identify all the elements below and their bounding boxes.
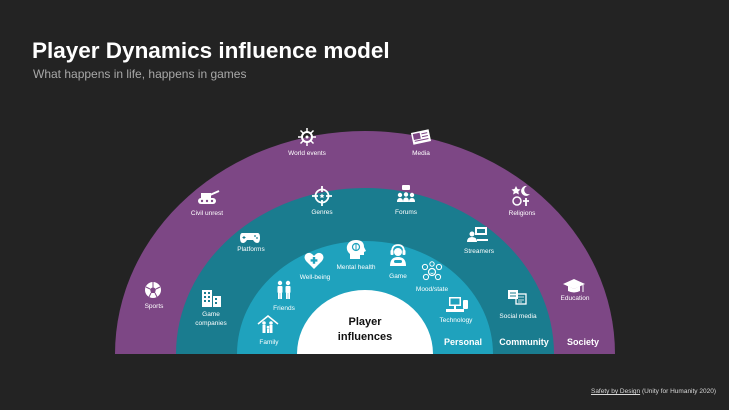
religion-symbols-icon bbox=[511, 185, 530, 206]
band-label-community: Community bbox=[499, 337, 549, 347]
friends-icon bbox=[277, 280, 291, 299]
svg-text:Family: Family bbox=[259, 339, 279, 346]
buildings-icon bbox=[202, 290, 221, 307]
svg-text:Religions: Religions bbox=[509, 210, 536, 217]
svg-text:Genres: Genres bbox=[311, 209, 333, 216]
community-item-genres: Genres bbox=[311, 186, 333, 216]
moods-icon bbox=[421, 261, 443, 281]
svg-text:Education: Education bbox=[561, 295, 590, 302]
society-item-education: Education bbox=[561, 279, 590, 302]
personal-item-technology: Technology bbox=[440, 297, 474, 324]
center-disc bbox=[297, 290, 433, 354]
page-subtitle: What happens in life, happens in games bbox=[33, 67, 247, 81]
band-label-society: Society bbox=[567, 337, 599, 347]
svg-text:Game: Game bbox=[389, 273, 407, 280]
personal-item-mental-health: Mental health bbox=[336, 240, 376, 271]
community-item-forums: Forums bbox=[395, 185, 418, 216]
society-item-religions: Religions bbox=[509, 185, 536, 217]
personal-item-game: Game bbox=[389, 244, 407, 280]
svg-text:Well-being: Well-being bbox=[300, 274, 331, 281]
svg-text:Sports: Sports bbox=[145, 303, 165, 310]
crosshair-icon bbox=[312, 186, 332, 206]
newspaper-icon bbox=[410, 129, 432, 145]
svg-text:Platforms: Platforms bbox=[237, 246, 265, 253]
svg-text:Mental health: Mental health bbox=[336, 264, 375, 271]
center-label-line2: influences bbox=[338, 331, 392, 343]
community-item-platforms: Platforms bbox=[237, 233, 265, 253]
community-item-social-media: Social media bbox=[499, 290, 537, 320]
society-item-media: Media bbox=[410, 129, 432, 157]
virus-icon bbox=[298, 128, 316, 146]
svg-text:Social media: Social media bbox=[499, 313, 537, 320]
personal-item-mood-state: Mood/state bbox=[416, 261, 449, 293]
svg-text:Civil unrest: Civil unrest bbox=[191, 210, 223, 217]
society-item-civil-unrest: Civil unrest bbox=[191, 190, 223, 217]
personal-item-well-being: Well-being bbox=[300, 252, 331, 281]
gamepad-icon bbox=[240, 233, 260, 243]
svg-text:Forums: Forums bbox=[395, 209, 418, 216]
citation-text: (Unity for Humanity 2020) bbox=[641, 388, 716, 395]
head-brain-icon bbox=[346, 240, 366, 259]
svg-text:Mood/state: Mood/state bbox=[416, 286, 449, 293]
band-label-personal: Personal bbox=[444, 337, 482, 347]
center-label-line1: Player bbox=[348, 316, 382, 328]
heart-health-icon bbox=[304, 252, 324, 269]
streamer-icon bbox=[467, 227, 488, 242]
graduation-cap-icon bbox=[563, 279, 585, 293]
social-media-icon bbox=[508, 290, 527, 305]
source-link[interactable]: Safety by Design bbox=[590, 388, 641, 395]
tank-icon bbox=[198, 190, 220, 204]
community-item-streamers: Streamers bbox=[464, 227, 495, 255]
discussion-group-icon bbox=[397, 185, 415, 202]
family-house-icon bbox=[257, 315, 279, 333]
community-item-game-companies: Game companies bbox=[195, 290, 227, 327]
personal-item-friends: Friends bbox=[273, 280, 296, 312]
society-item-sports: Sports bbox=[145, 282, 165, 310]
svg-text:Game: Game bbox=[202, 311, 220, 318]
gamer-icon bbox=[390, 244, 406, 266]
page-title: Player Dynamics influence model bbox=[32, 38, 390, 63]
svg-text:Technology: Technology bbox=[440, 317, 474, 324]
soccer-ball-icon bbox=[145, 282, 161, 298]
svg-text:Media: Media bbox=[412, 150, 430, 157]
svg-text:companies: companies bbox=[195, 320, 227, 327]
svg-text:Friends: Friends bbox=[273, 305, 295, 312]
computer-icon bbox=[446, 297, 468, 312]
svg-text:Streamers: Streamers bbox=[464, 248, 495, 255]
personal-item-family: Family bbox=[257, 315, 279, 346]
source-citation: Safety by Design (Unity for Humanity 202… bbox=[591, 388, 716, 395]
society-item-world-events: World events bbox=[288, 128, 327, 157]
svg-text:World events: World events bbox=[288, 150, 327, 157]
